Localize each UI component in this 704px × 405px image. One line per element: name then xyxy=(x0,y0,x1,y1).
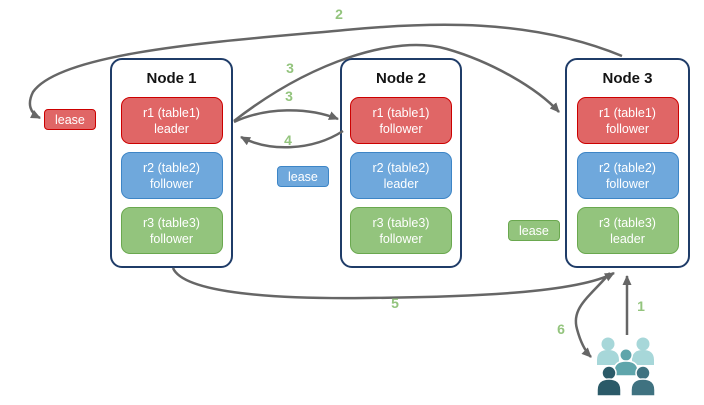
replica-name: r3 (table3) xyxy=(599,215,656,230)
step-label-1: 1 xyxy=(637,298,645,314)
node-3-replica-r3: r3 (table3) leader xyxy=(576,207,679,254)
step-label-2: 2 xyxy=(335,6,343,22)
node-2-replica-r2: r2 (table2) leader xyxy=(350,152,452,199)
replica-name: r1 (table1) xyxy=(143,105,200,120)
node-3-replica-r2: r2 (table2) follower xyxy=(576,152,679,199)
lease-badge-red: lease xyxy=(44,109,96,130)
arrow-step-6 xyxy=(574,272,611,358)
node-1-title: Node 1 xyxy=(146,70,197,87)
replica-name: r2 (table2) xyxy=(372,160,430,175)
node-2: Node 2 r1 (table1) follower r2 (table2) … xyxy=(340,58,462,268)
arrow-step-3-to-node2 xyxy=(233,109,339,124)
replica-role: leader xyxy=(610,231,645,246)
node-3: Node 3 r1 (table1) follower r2 (table2) … xyxy=(565,58,690,268)
step-label-3a: 3 xyxy=(286,60,294,76)
lease-badge-blue: lease xyxy=(277,166,329,187)
step-label-6: 6 xyxy=(557,321,565,337)
replica-role: leader xyxy=(383,176,419,191)
node-3-replica-r1: r1 (table1) follower xyxy=(576,97,679,144)
node-1-replica-r1: r1 (table1) leader xyxy=(120,97,223,144)
replica-role: follower xyxy=(379,121,423,136)
replica-name: r2 (table2) xyxy=(143,160,200,175)
step-label-3b: 3 xyxy=(285,88,293,104)
node-3-title: Node 3 xyxy=(602,70,653,87)
users-group-icon xyxy=(596,337,656,397)
lease-badge-green: lease xyxy=(508,220,560,241)
node-1-replica-r2: r2 (table2) follower xyxy=(120,152,223,199)
arrow-step-5 xyxy=(171,267,615,300)
step-label-5: 5 xyxy=(391,295,399,311)
node-2-replica-r3: r3 (table3) follower xyxy=(350,207,452,254)
node-2-replica-r1: r1 (table1) follower xyxy=(350,97,452,144)
step-label-4: 4 xyxy=(284,132,292,148)
replica-role: follower xyxy=(379,231,423,246)
replica-role: follower xyxy=(605,121,650,136)
replica-name: r3 (table3) xyxy=(372,215,430,230)
replica-name: r1 (table1) xyxy=(599,105,656,120)
replica-role: follower xyxy=(149,231,194,246)
replica-role: leader xyxy=(154,121,189,136)
replica-name: r2 (table2) xyxy=(599,160,656,175)
replica-role: follower xyxy=(149,176,194,191)
node-2-title: Node 2 xyxy=(375,70,426,87)
node-1-replica-r3: r3 (table3) follower xyxy=(120,207,223,254)
node-1: Node 1 r1 (table1) leader r2 (table2) fo… xyxy=(110,58,233,268)
replica-name: r1 (table1) xyxy=(372,105,430,120)
replica-role: follower xyxy=(605,176,650,191)
replica-name: r3 (table3) xyxy=(143,215,200,230)
